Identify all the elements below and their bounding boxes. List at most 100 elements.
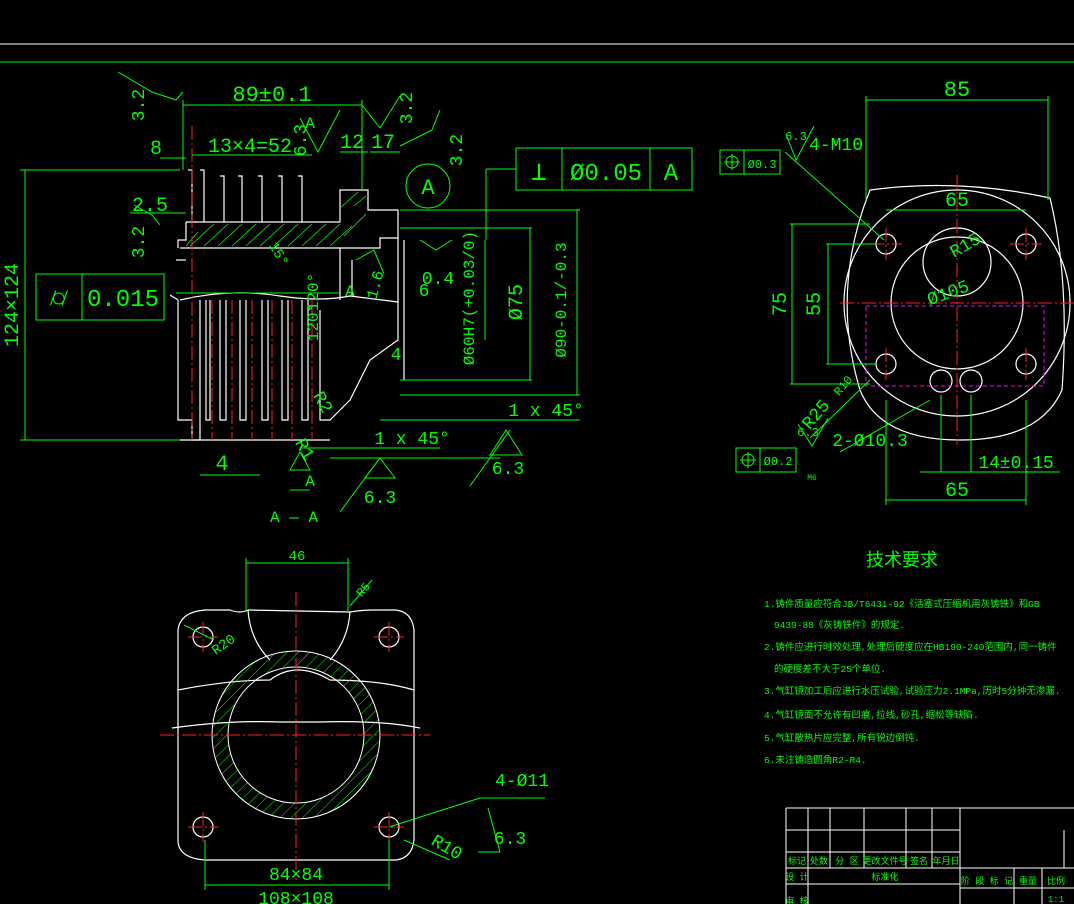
cylindricity-frame [35, 273, 165, 321]
tb-header-zone: 分 区 [835, 856, 858, 867]
tb-header-count: 处数 [810, 855, 828, 867]
dim-8: 8 [150, 138, 162, 161]
drawing-frame [0, 43, 1074, 63]
requirement-line-7: 5.气缸散热片应完整,所有锐边倒钝. [764, 732, 920, 744]
dim-65-bottom: 65 [945, 480, 969, 503]
cylindricity-symbol: ⌭ [50, 284, 69, 314]
tb-standard: 标准化 [871, 871, 898, 883]
bottom-view: 46 R5 R20 4-Ø11 6.3 R10 84×84 108×108 [160, 549, 549, 904]
requirement-line-1: 1.铸件质量应符合JB/T6431-92《活塞式压缩机用灰铸铁》和GB [764, 598, 1040, 610]
position-value-1: Ø0.3 [748, 158, 777, 172]
section-centerlines [191, 126, 313, 440]
perpendicularity-value: Ø0.05 [570, 161, 642, 188]
top-view: 85 4-M10 Ø0.3 6.3 65 R15 Ø105 75 55 R25 … [719, 78, 1074, 505]
tb-scale-value: 1:1 [1048, 895, 1064, 904]
rough-6-3-top: 6.3 [785, 130, 807, 144]
perpendicularity-datum: A [664, 161, 679, 188]
rough-6-3-bottom: 6.3 [494, 830, 526, 850]
tb-stage: 阶 段 标 记 [961, 875, 1013, 887]
requirement-line-4: 的硬度差不大于25个单位. [774, 663, 886, 675]
radius-r10-top: R10 [831, 373, 856, 399]
rough-fin: 6.3 [292, 124, 312, 156]
tb-header-doc: 更改文件号 [862, 855, 907, 867]
dim-85: 85 [944, 78, 970, 103]
radius-r15: R15 [947, 230, 985, 264]
dim-fin-pitch: 13×4=52 [208, 136, 292, 159]
dim-base-4: 4 [215, 452, 228, 477]
tb-header-date: 年月日 [932, 855, 959, 867]
chamfer-2: 1 x 45° [374, 430, 450, 450]
holes-4-d11: 4-Ø11 [495, 772, 549, 792]
dim-55: 55 [804, 292, 827, 316]
radius-r10-bottom: R10 [427, 832, 465, 866]
top-view-hidden [865, 305, 1045, 387]
dim-bore: Ø60H7(+0.03/0) [461, 231, 479, 365]
rough-bottom2: 6.3 [492, 460, 524, 480]
section-hatch [185, 191, 367, 247]
dim-14-0-15: 14±0.15 [978, 454, 1054, 474]
dim-4: 4 [391, 346, 402, 366]
requirement-line-6: 4.气缸镜面不允许有凹痕,拉线,砂孔,缩松等缺陷. [764, 709, 979, 721]
cylindricity-value: 0.015 [87, 287, 159, 314]
requirement-line-5: 3.气缸镜加工后应进行水压试验,试验压力2.1MPa,历时5分钟无渗漏. [764, 685, 1060, 697]
thread-m6: M6 [807, 474, 817, 483]
position-frame-2 [735, 447, 797, 473]
rough-top2: 3.2 [398, 92, 418, 124]
position-frame-1 [719, 149, 781, 175]
angle-15: 15° [264, 240, 290, 270]
rough-left: 3.2 [130, 226, 150, 258]
rough-right: 3.2 [448, 134, 468, 166]
roughness-symbols [117, 71, 523, 479]
dim-17: 17 [371, 132, 395, 155]
rough-bottom: 6.3 [364, 489, 396, 509]
label-a3: A [305, 473, 315, 491]
requirement-line-8: 6.未注铸造圆角R2-R4. [764, 754, 867, 766]
dim-overall-length: 89±0.1 [232, 83, 311, 108]
title-block: 标记 处数 分 区 更改文件号 签名 年月日 设 计 标准化 阶 段 标 记 重… [785, 807, 1074, 904]
dim-12: 12 [340, 132, 364, 155]
requirements-title: 技术要求 [866, 550, 938, 572]
bottom-view-centerlines [160, 592, 430, 880]
top-roughness [785, 125, 829, 447]
tb-header-sign: 签名 [910, 855, 928, 867]
position-value-2: Ø0.2 [764, 455, 793, 469]
deg-120a: 120° [305, 273, 323, 311]
dim-46: 46 [289, 549, 306, 565]
dim-108x108: 108×108 [258, 890, 334, 904]
dim-75: 75 [770, 292, 793, 316]
tb-design: 设 计 [785, 871, 808, 883]
label-a2: A [345, 283, 355, 301]
top-black-band [0, 0, 1074, 44]
requirement-line-3: 2.铸件应进行时效处理,处理后硬度应在HB190-240范围内,同一铸件 [764, 641, 1057, 653]
rough-top: 3.2 [130, 89, 150, 121]
dim-6: 6 [419, 282, 430, 302]
label-a1: A [305, 115, 315, 133]
dim-84x84: 84×84 [269, 866, 323, 886]
dim-d75: Ø75 [506, 284, 529, 320]
perpendicularity-symbol: ⊥ [531, 158, 547, 188]
dim-1-6: 1.6 [364, 269, 389, 301]
chamfer-1: 1 x 45° [508, 402, 584, 422]
technical-requirements: 技术要求 1.铸件质量应符合JB/T6431-92《活塞式压缩机用灰铸铁》和GB… [764, 550, 1060, 766]
top-view-dim-lines [784, 96, 1060, 505]
tb-audit: 审 核 [785, 895, 808, 904]
section-label: A — A [270, 509, 318, 527]
section-view: A ⊥ Ø0.05 A ⌭ 0.015 89±0.1 13×4=52 8 12 … [2, 71, 693, 527]
requirement-line-2: 9439-88《灰铸铁件》的规定. [774, 619, 905, 631]
rough-6-3-side: 6.3 [797, 426, 819, 440]
tb-scale-label: 比例 [1047, 875, 1065, 887]
bore-hatch-ring [200, 640, 400, 840]
datum-label: A [421, 176, 435, 201]
dim-0-4: 0.4 [422, 270, 454, 290]
tb-weight: 重量 [1019, 875, 1037, 887]
radius-r5: R5 [354, 580, 374, 600]
top-view-texts: 85 4-M10 Ø0.3 6.3 65 R15 Ø105 75 55 R25 … [748, 78, 1054, 503]
section-outline [169, 169, 405, 441]
dim-height: 124×124 [2, 263, 25, 347]
bottom-view-dim-lines [183, 558, 545, 890]
top-view-centerlines [840, 175, 1074, 445]
thread-4-m10: 4-M10 [809, 136, 863, 156]
dim-65-top: 65 [945, 190, 969, 213]
dim-d90: Ø90-0.1/-0.3 [553, 242, 571, 357]
